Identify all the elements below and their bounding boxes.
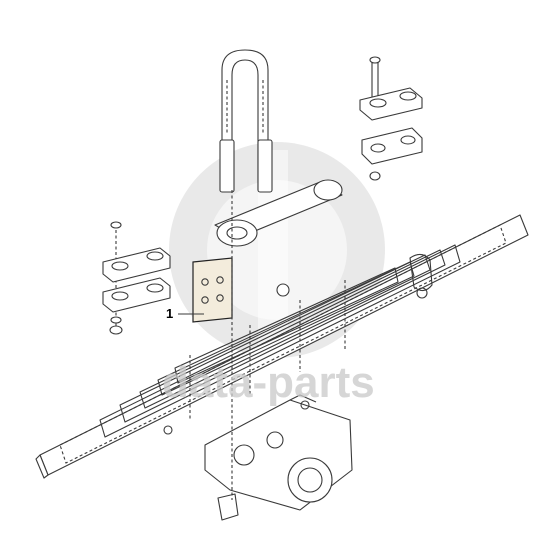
spring-end-bracket [409, 253, 433, 299]
rubber-bumper [217, 493, 239, 521]
u-bolt [219, 49, 273, 193]
left-clamp-group [102, 221, 171, 335]
callout-label-1: 1 [166, 306, 173, 321]
axle-saddle [214, 179, 343, 247]
leaf-spring-pack [35, 214, 529, 479]
watermark-text: data-parts [162, 358, 375, 407]
spacer-plate-part-1 [192, 257, 233, 323]
right-clamp-group [359, 56, 423, 181]
spring-hanger-bracket [204, 394, 353, 511]
spring-bolt [163, 283, 290, 435]
